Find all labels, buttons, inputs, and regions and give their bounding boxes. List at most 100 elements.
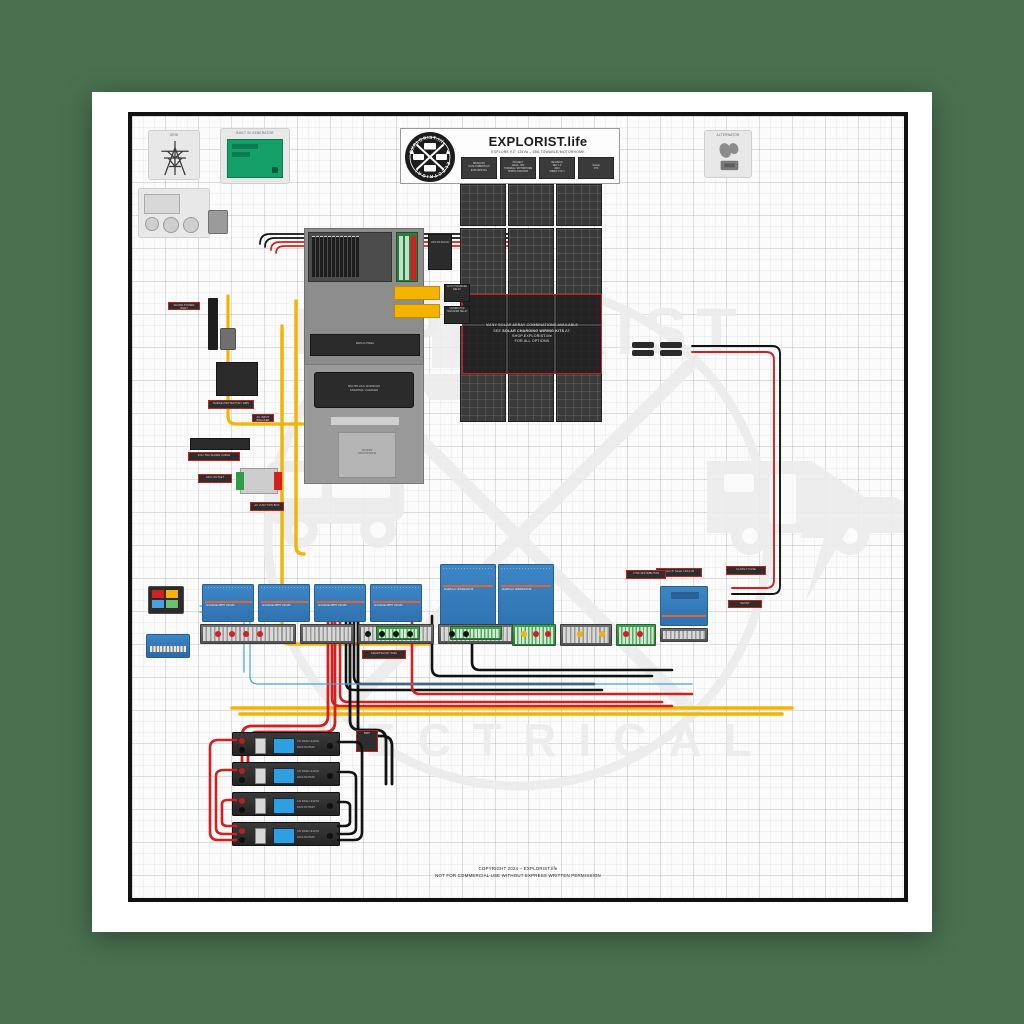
battery-2[interactable]: 12V 300Ah LiFePO4 RACK BATTERY	[232, 762, 340, 786]
display-tile	[152, 590, 164, 598]
alternator-source-box: ALTERNATOR	[704, 130, 752, 178]
mppt-3[interactable]: SmartSolar MPPT 150/100	[314, 584, 366, 622]
title-cell-scale: SCALE NTS	[578, 157, 614, 179]
surge-protector-callout: SURGE PROTECTOR / EMS	[208, 400, 254, 409]
copyright-footer: COPYRIGHT 2024 – EXPLORIST.life NOT FOR …	[132, 866, 904, 879]
mppt-1[interactable]: SmartSolar MPPT 150/100	[202, 584, 254, 622]
device-label: MultiPlus-II 12/3000/120-50	[502, 588, 532, 591]
multiplus-1[interactable]: MultiPlus-II 12/3000/120-50	[440, 564, 496, 630]
generator-source-box: BUILT IN GENERATOR	[220, 128, 290, 184]
title-cell-heading: REVISION	[551, 161, 563, 164]
busbar-callout-class-t: CLASS-T FUSE	[726, 566, 766, 575]
junction-callout: AC JUNCTION BOX	[250, 502, 284, 511]
brand-block: EXPLORIST.life EXPLORE KIT 12kVA – 58A T…	[459, 134, 617, 154]
pcb-bus	[411, 236, 416, 280]
mppt-2[interactable]: SmartSolar MPPT 150/100	[258, 584, 310, 622]
battery-model-label: 12V 300Ah LiFePO4	[297, 830, 319, 833]
yellow-ac-bus-lower	[394, 304, 440, 318]
battery-3[interactable]: 12V 300Ah LiFePO4 RACK BATTERY	[232, 792, 340, 816]
gfci-outlet-box[interactable]	[236, 468, 282, 494]
solar-note-prefix: SEE	[493, 328, 503, 333]
battery-model-label: 12V 300Ah LiFePO4	[297, 770, 319, 773]
pcb-trace	[405, 236, 409, 280]
multiplus-2[interactable]: MultiPlus-II 12/3000/120-50	[498, 564, 554, 630]
orion-display	[671, 592, 699, 599]
solar-shop-link[interactable]: SHOP.EXPLORIST.life	[512, 334, 552, 338]
module-label: 120V DC BLOCK	[430, 241, 450, 244]
chassis-ground-label: CHASSIS GROUND BOND	[357, 449, 377, 455]
outlet-socket	[183, 217, 199, 233]
breaker-row[interactable]	[312, 236, 359, 277]
surge-protector-module[interactable]	[216, 362, 258, 396]
solar-panel	[508, 184, 554, 226]
inverter-model-label: MULTIPLUS-II 12/3000/120	[348, 385, 380, 388]
footer-line-2: NOT FOR COMMERCIAL USE WITHOUT EXPRESS W…	[435, 872, 601, 878]
multiplus-inverter[interactable]: MULTIPLUS-II 12/3000/120 INVERTER / CHAR…	[314, 372, 414, 408]
orion-dc-dc-charger[interactable]	[660, 586, 708, 626]
shunt-callout: SMARTSHUNT 500A	[362, 650, 406, 659]
solar-note-line-4: FOR ALL OPTIONS	[514, 339, 550, 344]
gx-touch-display[interactable]	[148, 586, 184, 614]
terminal-block-green-3	[616, 624, 656, 646]
device-label: SmartSolar MPPT 150/100	[374, 603, 403, 607]
title-cell-line: 12kVA - 58A	[511, 164, 525, 167]
title-cell-heading: DRAWN BY	[472, 163, 486, 166]
transfer-relay-lower: GENERATOR TRANSFER RELAY	[444, 306, 470, 324]
breaker-panel	[308, 232, 392, 282]
device-label: SmartSolar MPPT 150/100	[318, 603, 347, 607]
board-terminal	[272, 167, 278, 173]
solar-panel	[460, 184, 506, 226]
battery-model-label: 12V 300Ah LiFePO4	[297, 740, 319, 743]
cerbo-port-strip	[150, 646, 186, 652]
title-cell-drawn-by: DRAWN BY NATE YARBROUGH EXPLORIST.life	[461, 157, 497, 179]
transmission-tower-icon	[161, 141, 189, 176]
title-cell-heading: SCALE	[592, 164, 600, 167]
diagram-frame: EXPLORIST ELECTRICAL	[128, 112, 908, 902]
battery-1[interactable]: 12V 300Ah LiFePO4 RACK BATTERY	[232, 732, 340, 756]
display-tile	[166, 600, 178, 608]
inverter-terminal-bar	[330, 416, 400, 426]
display-tile	[152, 600, 164, 608]
grid-label: GRID	[169, 133, 179, 137]
battery-sub-label: RACK BATTERY	[297, 776, 316, 779]
outlet-socket	[145, 217, 159, 231]
shore-inlet-callout: SHORE POWER INLET	[168, 302, 200, 310]
battery-sub-label: RACK BATTERY	[297, 746, 316, 749]
battery-4[interactable]: 12V 300Ah LiFePO4 RACK BATTERY	[232, 822, 340, 846]
transfer-relay-upper: AUTO TRANSFER RELAY	[444, 284, 470, 302]
mppt-4[interactable]: SmartSolar MPPT 150/100	[370, 584, 422, 622]
title-cell-line: NATE YARBROUGH	[468, 166, 490, 169]
busbar-callout-lynx: LYNX DISTRIBUTOR	[626, 570, 666, 579]
solar-note-suffix: AT:	[564, 328, 571, 333]
shunt-busbar	[660, 628, 708, 642]
generator-label: BUILT IN GENERATOR	[236, 131, 274, 135]
grid-source-box: GRID	[148, 130, 200, 180]
explorist-logo-icon: EXPLORIST.life ELECTRICAL	[405, 132, 455, 182]
alternator-label: ALTERNATOR	[716, 133, 740, 137]
footer-line-1: COPYRIGHT 2024 – EXPLORIST.life	[478, 866, 558, 871]
battery-cabling	[208, 738, 364, 842]
brand-subtitle: EXPLORE KIT 12kVA – 58A TOWABLE/MOTORHOM…	[491, 150, 585, 154]
solar-note-line-2: SEE SOLAR CHARGING WIRING KITS AT:	[493, 329, 570, 334]
title-cell-revision: REVISION REV 1.0 2024 SHEET 1 OF 1	[539, 157, 575, 179]
ac-bar-callout: 30A / 50A SHORE CABLE	[188, 452, 240, 461]
ac-in-breaker-callout: AC INPUT BREAKER	[252, 414, 274, 422]
shore-cable-run	[208, 298, 218, 350]
cerbo-gx[interactable]	[146, 634, 190, 658]
title-cell-heading: PROJECT	[512, 161, 524, 164]
title-cell-line: REV 1.0	[552, 164, 562, 167]
shore-inlet-box	[138, 188, 210, 238]
hot-terminal	[274, 472, 282, 490]
title-cell-project: PROJECT 12kVA - 58A TOWABLE / MOTORHOME …	[500, 157, 536, 179]
battery-sub-label: RACK BATTERY	[297, 806, 316, 809]
class-t-fuse	[560, 624, 612, 646]
ac-bar-device	[190, 438, 250, 450]
title-cell-line: SHEET 1 OF 1	[549, 171, 565, 174]
cable-gland	[220, 328, 236, 350]
title-block: EXPLORIST.life ELECTRICAL EXPLORIST.life…	[400, 128, 620, 184]
main-ac-panel-strip: MAIN AC PANEL	[310, 334, 420, 356]
transfer-switch-board	[227, 139, 283, 178]
gfci-callout: GFCI OUTLET	[198, 474, 232, 483]
title-cell-line: 2024	[554, 168, 560, 170]
